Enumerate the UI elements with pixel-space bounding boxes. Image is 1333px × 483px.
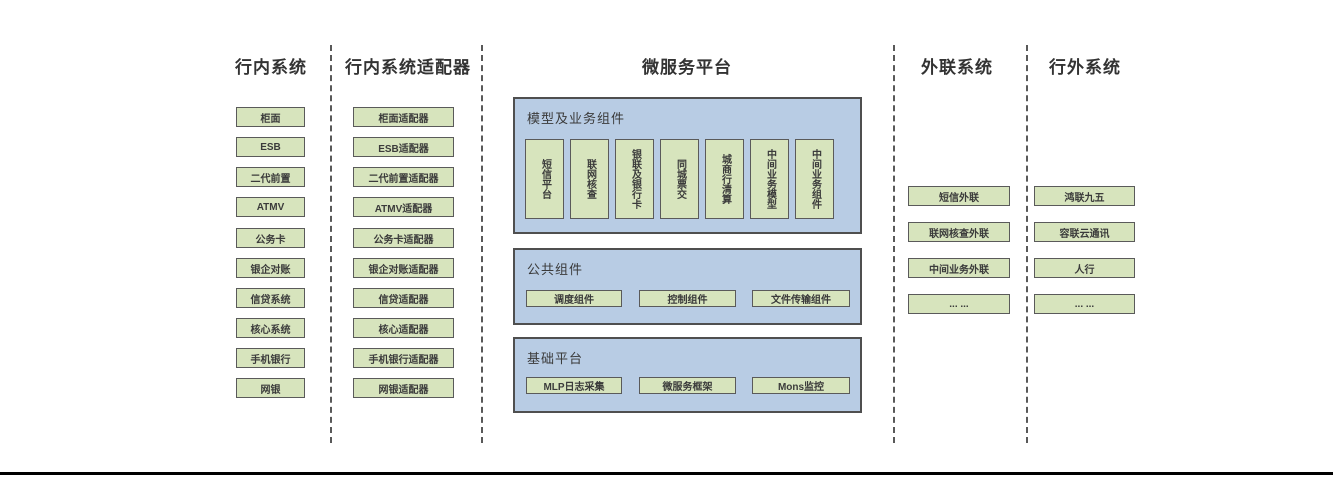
adapter-box: 银企对账适配器 bbox=[353, 258, 454, 278]
common-component-box: 文件传输组件 bbox=[752, 290, 850, 307]
vertical-component-box: 同城票交 bbox=[660, 139, 699, 219]
adapter-box: 核心适配器 bbox=[353, 318, 454, 338]
external-system-box: 人行 bbox=[1034, 258, 1135, 278]
internal-system-box: 银企对账 bbox=[236, 258, 305, 278]
vertical-component-box: 银联及银行卡 bbox=[615, 139, 654, 219]
internal-system-box: 二代前置 bbox=[236, 167, 305, 187]
common-component-box: 调度组件 bbox=[526, 290, 622, 307]
vertical-component-box: 中间业务模型 bbox=[750, 139, 789, 219]
external-system-box: 容联云通讯 bbox=[1034, 222, 1135, 242]
bottom-rule bbox=[0, 472, 1333, 475]
column-header-internal-systems: 行内系统 bbox=[235, 58, 307, 77]
internal-system-box: 核心系统 bbox=[236, 318, 305, 338]
adapter-box: ESB适配器 bbox=[353, 137, 454, 157]
adapter-box: 手机银行适配器 bbox=[353, 348, 454, 368]
column-divider bbox=[481, 45, 483, 443]
column-divider bbox=[1026, 45, 1028, 443]
platform-panel-base-platform: 基础平台 MLP日志采集 微服务框架 Mons监控 bbox=[513, 337, 862, 413]
vertical-component-box: 短信平台 bbox=[525, 139, 564, 219]
panel-title: 基础平台 bbox=[527, 351, 584, 366]
external-system-box: 鸿联九五 bbox=[1034, 186, 1135, 206]
column-header-outreach-systems: 外联系统 bbox=[921, 58, 993, 77]
internal-system-box: 手机银行 bbox=[236, 348, 305, 368]
internal-system-box: 信贷系统 bbox=[236, 288, 305, 308]
base-platform-box: Mons监控 bbox=[752, 377, 850, 394]
internal-system-box: ESB bbox=[236, 137, 305, 157]
outreach-system-box: 中间业务外联 bbox=[908, 258, 1010, 278]
platform-panel-common-components: 公共组件 调度组件 控制组件 文件传输组件 bbox=[513, 248, 862, 325]
internal-system-box: ATMV bbox=[236, 197, 305, 217]
panel-title: 模型及业务组件 bbox=[527, 111, 626, 126]
adapter-box: 柜面适配器 bbox=[353, 107, 454, 127]
base-platform-box: MLP日志采集 bbox=[526, 377, 622, 394]
column-header-microservice-platform: 微服务平台 bbox=[642, 58, 732, 77]
column-divider bbox=[330, 45, 332, 443]
vertical-component-box: 中间业务组件 bbox=[795, 139, 834, 219]
outreach-system-box: 联网核查外联 bbox=[908, 222, 1010, 242]
outreach-system-box: ... ... bbox=[908, 294, 1010, 314]
external-system-box: ... ... bbox=[1034, 294, 1135, 314]
platform-panel-model-components: 模型及业务组件 短信平台 联网核查 银联及银行卡 同城票交 城商行清算 中间业务… bbox=[513, 97, 862, 234]
column-header-external-systems: 行外系统 bbox=[1049, 58, 1121, 77]
internal-system-box: 公务卡 bbox=[236, 228, 305, 248]
common-component-box: 控制组件 bbox=[639, 290, 736, 307]
base-platform-box: 微服务框架 bbox=[639, 377, 736, 394]
adapter-box: 信贷适配器 bbox=[353, 288, 454, 308]
panel-title: 公共组件 bbox=[527, 262, 584, 277]
adapter-box: 公务卡适配器 bbox=[353, 228, 454, 248]
internal-system-box: 网银 bbox=[236, 378, 305, 398]
vertical-component-box: 城商行清算 bbox=[705, 139, 744, 219]
adapter-box: 网银适配器 bbox=[353, 378, 454, 398]
column-divider bbox=[893, 45, 895, 443]
adapter-box: 二代前置适配器 bbox=[353, 167, 454, 187]
adapter-box: ATMV适配器 bbox=[353, 197, 454, 217]
column-header-internal-adapters: 行内系统适配器 bbox=[345, 58, 471, 77]
vertical-component-box: 联网核查 bbox=[570, 139, 609, 219]
outreach-system-box: 短信外联 bbox=[908, 186, 1010, 206]
internal-system-box: 柜面 bbox=[236, 107, 305, 127]
